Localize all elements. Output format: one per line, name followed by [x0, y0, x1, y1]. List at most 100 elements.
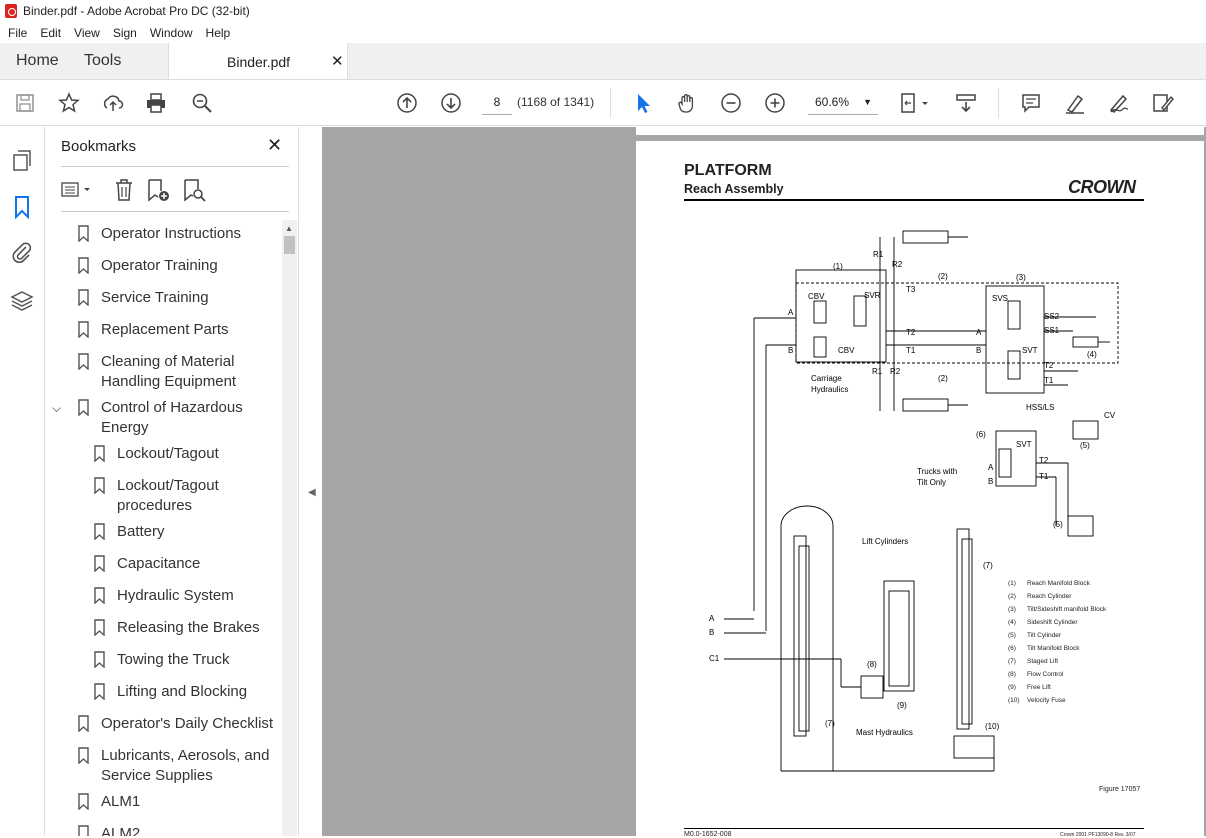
legend-item: (2)Reach Cylinder	[1008, 593, 1072, 600]
bookmark-item[interactable]: Operator Instructions	[78, 224, 241, 244]
bookmark-item[interactable]: Towing the Truck	[94, 650, 230, 670]
bookmark-label: Towing the Truck	[117, 651, 230, 668]
close-icon[interactable]: ✕	[267, 135, 283, 155]
select-cursor-icon[interactable]	[630, 90, 656, 116]
page-up-icon[interactable]	[394, 90, 420, 116]
page-count: (1168 of 1341)	[517, 95, 595, 109]
menu-sign[interactable]: Sign	[112, 25, 137, 40]
bookmark-label: ALM1	[101, 793, 141, 810]
svg-text:C1: C1	[709, 654, 720, 663]
menu-file[interactable]: File	[8, 25, 28, 40]
fit-page-icon[interactable]	[897, 90, 933, 116]
bookmark-item[interactable]: ALM2	[78, 824, 140, 836]
svg-text:T1: T1	[906, 346, 916, 355]
menu-view[interactable]: View	[74, 25, 100, 40]
comment-icon[interactable]	[1018, 90, 1044, 116]
menu-edit[interactable]: Edit	[40, 25, 62, 40]
bookmarks-icon[interactable]	[10, 195, 34, 220]
bookmark-item[interactable]: Lubricants, Aerosols, and Service Suppli…	[78, 746, 273, 786]
bookmark-item[interactable]: Operator's Daily Checklist	[78, 714, 273, 734]
title-bar: Binder.pdf - Adobe Acrobat Pro DC (32-bi…	[0, 0, 1206, 22]
left-rail	[0, 127, 45, 836]
highlight-icon[interactable]	[1062, 90, 1088, 116]
page-thumbnails-icon[interactable]	[10, 148, 34, 172]
svg-text:T2: T2	[1039, 456, 1049, 465]
tab-document[interactable]: Binder.pdf ✕	[168, 43, 348, 79]
svg-text:T1: T1	[1044, 376, 1054, 385]
zoom-select[interactable]: 60.6% ▼	[808, 89, 878, 115]
panel-splitter[interactable]: ◀	[298, 127, 322, 836]
bookmark-flag-icon	[94, 651, 105, 668]
menu-help[interactable]: Help	[205, 25, 231, 40]
layers-icon[interactable]	[10, 289, 34, 313]
svg-text:(8): (8)	[867, 660, 877, 669]
bookmark-item[interactable]: Operator Training	[78, 256, 218, 276]
bookmark-item[interactable]: Battery	[94, 522, 165, 542]
svg-text:(2): (2)	[938, 374, 948, 383]
legend-item: (10)Velocity Fuse	[1008, 697, 1066, 704]
new-bookmark-icon[interactable]	[145, 177, 171, 203]
scroll-up-icon[interactable]: ▲	[285, 224, 293, 233]
bookmark-item[interactable]: ⌵Control of Hazardous Energy	[52, 398, 253, 438]
svg-text:SVS: SVS	[992, 294, 1008, 303]
svg-text:R1: R1	[872, 367, 883, 376]
options-menu-icon[interactable]	[61, 177, 90, 203]
bookmark-item[interactable]: Lockout/Tagout	[94, 444, 219, 464]
bookmark-item[interactable]: Cleaning of Material Handling Equipment	[78, 352, 253, 392]
bookmark-item[interactable]: Lifting and Blocking	[94, 682, 247, 702]
bookmark-label: Battery	[117, 523, 165, 540]
collapse-panel-icon[interactable]: ◀	[308, 487, 316, 498]
bookmark-flag-icon	[78, 225, 89, 242]
edit-icon[interactable]	[1150, 90, 1176, 116]
delete-bookmark-icon[interactable]	[111, 177, 137, 203]
bookmark-item[interactable]: Lockout/Tagout procedures	[94, 476, 244, 516]
carriage-hydraulics-label: Carriage	[811, 374, 842, 383]
bookmark-star-icon[interactable]	[56, 90, 82, 116]
menu-bar: File Edit View Sign Window Help	[0, 22, 1206, 43]
svg-text:CV: CV	[1104, 411, 1116, 420]
search-zoom-icon[interactable]	[189, 90, 215, 116]
bookmark-label: Lockout/Tagout procedures	[117, 477, 219, 514]
footer-left: M0.0-1652-008	[684, 831, 732, 838]
bookmark-item[interactable]: Releasing the Brakes	[94, 618, 260, 638]
tab-tools[interactable]: Tools	[84, 52, 122, 69]
bookmark-item[interactable]: Hydraulic System	[94, 586, 234, 606]
svg-text:CBV: CBV	[838, 346, 855, 355]
scroll-mode-icon[interactable]	[952, 90, 980, 116]
previous-page-edge	[636, 127, 1204, 135]
bookmark-flag-icon	[94, 587, 105, 604]
zoom-out-icon[interactable]	[718, 90, 744, 116]
bookmarks-scrollbar[interactable]: ▲	[282, 220, 297, 836]
bookmark-item[interactable]: ALM1	[78, 792, 140, 812]
page-down-icon[interactable]	[438, 90, 464, 116]
crown-logo: CROWN	[1068, 177, 1136, 197]
trucks-tilt-label: Trucks with	[917, 467, 957, 476]
scroll-thumb[interactable]	[284, 236, 295, 254]
attachments-icon[interactable]	[10, 241, 34, 265]
svg-text:(7): (7)	[983, 561, 993, 570]
save-icon[interactable]	[12, 90, 38, 116]
panel-title: Bookmarks	[61, 138, 137, 155]
zoom-in-icon[interactable]	[762, 90, 788, 116]
bookmark-search-icon[interactable]	[181, 177, 207, 203]
svg-text:(4): (4)	[1087, 350, 1097, 359]
close-tab-icon[interactable]: ✕	[331, 53, 344, 70]
bookmark-flag-icon	[78, 321, 89, 338]
chevron-down-icon[interactable]: ⌵	[52, 401, 62, 415]
svg-text:B: B	[976, 346, 981, 355]
svg-text:Tilt Only: Tilt Only	[917, 478, 946, 487]
print-icon[interactable]	[143, 90, 169, 116]
page-heading: PLATFORM	[684, 162, 772, 179]
bookmark-label: Cleaning of Material Handling Equipment	[101, 353, 237, 390]
svg-text:T2: T2	[1044, 361, 1054, 370]
bookmark-item[interactable]: Replacement Parts	[78, 320, 229, 340]
menu-window[interactable]: Window	[149, 25, 193, 40]
tab-home[interactable]: Home	[16, 52, 59, 69]
page-number-input[interactable]: 8	[482, 89, 512, 115]
hand-icon[interactable]	[674, 90, 700, 116]
upload-icon[interactable]	[100, 90, 126, 116]
bookmark-item[interactable]: Capacitance	[94, 554, 200, 574]
bookmark-item[interactable]: Service Training	[78, 288, 209, 308]
sign-icon[interactable]	[1106, 90, 1132, 116]
bookmark-flag-icon	[78, 825, 89, 836]
